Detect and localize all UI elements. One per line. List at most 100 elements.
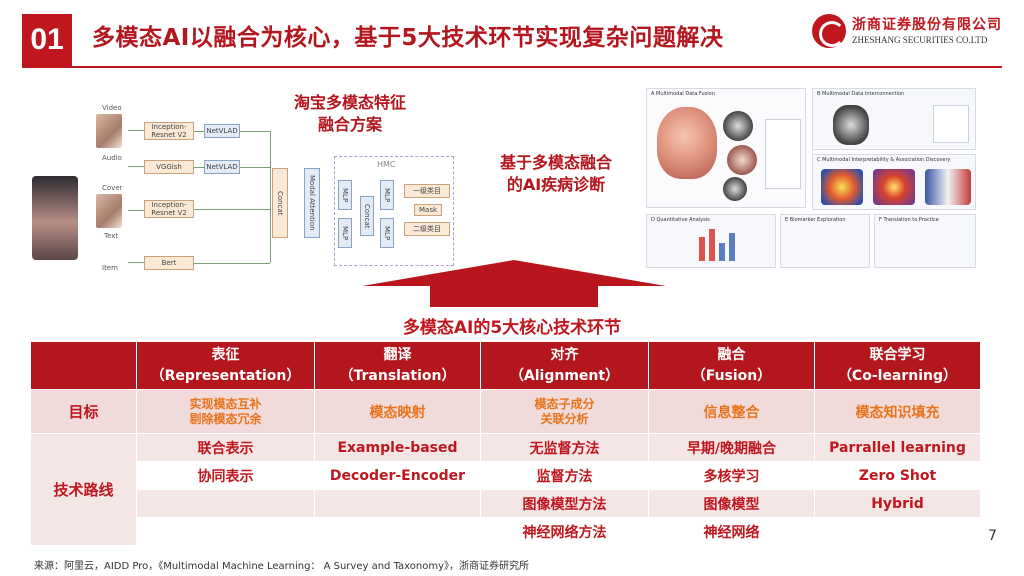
- panel-c: C Multimodal Interpretability & Associat…: [812, 154, 976, 210]
- tech-cell: 早期/晚期融合: [648, 433, 815, 462]
- goal-row-label: 目标: [30, 389, 137, 434]
- head-illustration: [657, 107, 717, 179]
- left-figure-caption: 淘宝多模态特征 融合方案: [294, 92, 406, 135]
- tech-cell: [814, 517, 981, 546]
- company-logo: 浙商证券股份有限公司 ZHESHANG SECURITIES CO.LTD: [812, 14, 1012, 54]
- input-label-text: Text: [104, 232, 119, 240]
- panel-b: B Multimodal Data Interconnection: [812, 88, 976, 150]
- right-figure-caption: 基于多模态融合 的AI疾病诊断: [500, 152, 612, 195]
- goal-cell: 信息整合: [648, 389, 815, 434]
- panel-a: A Multimodal Data Fusion: [646, 88, 806, 208]
- header-representation: 表征（Representation）: [136, 341, 315, 390]
- tech-cell: Hybrid: [814, 489, 981, 518]
- panel-f: F Translation to Practice: [874, 214, 976, 268]
- section-number-badge: 01: [22, 14, 72, 66]
- tech-cell: [314, 517, 481, 546]
- table-subtitle: 多模态AI的5大核心技术环节: [402, 318, 622, 338]
- bar-mark-4: [729, 233, 735, 261]
- input-label-video: Video: [102, 104, 122, 112]
- bert-box: Bert: [144, 256, 194, 270]
- mlp-box-4: MLP: [380, 218, 394, 248]
- tech-cell: 多核学习: [648, 461, 815, 490]
- cover-thumbnail: [96, 194, 122, 228]
- scan-circle-1: [723, 111, 753, 141]
- tech-cell: 神经网络方法: [480, 517, 649, 546]
- scan-circle-2: [727, 145, 757, 175]
- tech-cell: [314, 489, 481, 518]
- table-header-row: 表征（Representation） 翻译（Translation） 对齐（Al…: [30, 341, 981, 390]
- goal-row: 目标 实现模态互补剔除模态冗余 模态映射 模态子成分关联分析 信息整合 模态知识…: [30, 389, 981, 434]
- right-caption-line1: 基于多模态融合: [500, 153, 613, 172]
- panel-b-heading: B Multimodal Data Interconnection: [817, 91, 905, 97]
- tech-row: 神经网络方法 神经网络: [31, 517, 981, 546]
- right-caption-line2: 的AI疾病诊断: [506, 174, 606, 194]
- tech-cell: [136, 517, 315, 546]
- concat-box: Concat: [272, 168, 288, 238]
- header-corner: [30, 341, 137, 390]
- up-arrow-body: [430, 285, 598, 307]
- breast-scan-image: [833, 105, 869, 145]
- tech-row: 图像模型方法 图像模型 Hybrid: [31, 489, 981, 518]
- hmc-label: HMC: [377, 160, 396, 169]
- goal-cell: 实现模态互补剔除模态冗余: [136, 389, 315, 434]
- core-tech-table: 表征（Representation） 翻译（Translation） 对齐（Al…: [30, 341, 981, 546]
- goal-cell: 模态子成分关联分析: [480, 389, 649, 434]
- up-arrow-head-icon: [362, 260, 666, 286]
- ai-diagnosis-figure: A Multimodal Data Fusion B Multimodal Da…: [646, 88, 976, 268]
- tech-cell: 图像模型: [648, 489, 815, 518]
- logo-chinese-name: 浙商证券股份有限公司: [852, 17, 1002, 33]
- header-co-learning: 联合学习（Co-learning）: [814, 341, 981, 390]
- tech-row-label: 技术路线: [30, 433, 137, 546]
- level1-category-box: 一级类目: [404, 184, 450, 198]
- header-alignment: 对齐（Alignment）: [480, 341, 649, 390]
- mlp-box-1: MLP: [338, 180, 352, 210]
- heatmap-2: [873, 169, 915, 205]
- bar-mark-2: [709, 229, 715, 261]
- panel-d: D Quantitative Analysis: [646, 214, 776, 268]
- netvlad-box-2: NetVLAD: [204, 160, 240, 174]
- tech-cell: 协同表示: [136, 461, 315, 490]
- tech-row: 协同表示 Decoder-Encoder 监督方法 多核学习 Zero Shot: [31, 461, 981, 490]
- left-caption-line1: 淘宝多模态特征: [294, 93, 407, 112]
- level2-category-box: 二级类目: [404, 222, 450, 236]
- bar-mark-1: [699, 237, 705, 261]
- tech-cell: 无监督方法: [480, 433, 649, 462]
- mlp-box-2: MLP: [338, 218, 352, 248]
- interconnection-list: [933, 105, 969, 143]
- panel-a-heading: A Multimodal Data Fusion: [651, 91, 715, 97]
- netvlad-box-1: NetVLAD: [204, 124, 240, 138]
- logo-english-name: ZHESHANG SECURITIES CO.LTD: [852, 35, 988, 45]
- panel-e-heading: E Biomarker Exploration: [785, 217, 846, 223]
- tech-cell: Decoder-Encoder: [314, 461, 481, 490]
- mlp-box-3: MLP: [380, 180, 394, 210]
- header-fusion: 融合（Fusion）: [648, 341, 815, 390]
- goal-cell: 模态知识填充: [814, 389, 981, 434]
- inception-box-1: Inception-Resnet V2: [144, 122, 194, 140]
- tech-row: 技术路线 联合表示 Example-based 无监督方法 早期/晚期融合 Pa…: [30, 433, 981, 546]
- logo-mark-icon: [812, 14, 846, 48]
- phone-screenshot-image: [32, 176, 78, 260]
- bar-mark-3: [719, 243, 725, 261]
- tech-cell: Example-based: [314, 433, 481, 462]
- header-translation: 翻译（Translation）: [314, 341, 481, 390]
- panel-d-heading: D Quantitative Analysis: [651, 217, 710, 223]
- predictions-list: [765, 119, 801, 189]
- page-title: 多模态AI以融合为核心，基于5大技术环节实现复杂问题解决: [92, 25, 724, 51]
- tech-cell: 联合表示: [136, 433, 315, 462]
- panel-f-heading: F Translation to Practice: [879, 217, 939, 223]
- tech-cell: 图像模型方法: [480, 489, 649, 518]
- header-divider: [22, 66, 1002, 68]
- mask-box: Mask: [414, 204, 442, 216]
- inception-box-2: Inception-Resnet V2: [144, 200, 194, 218]
- tech-cell: 监督方法: [480, 461, 649, 490]
- heatmap-3: [925, 169, 971, 205]
- concat-box-2: Concat: [360, 196, 374, 236]
- tech-cell: 神经网络: [648, 517, 815, 546]
- video-thumbnail: [96, 114, 122, 148]
- input-label-cover: Cover: [102, 184, 123, 192]
- taobao-fusion-diagram: Video Audio Cover Text Item Inception-Re…: [22, 96, 454, 296]
- left-caption-line2: 融合方案: [318, 114, 383, 134]
- panel-c-heading: C Multimodal Interpretability & Associat…: [817, 157, 951, 163]
- input-label-item: Item: [102, 264, 118, 272]
- tech-cell: Parrallel learning: [814, 433, 981, 462]
